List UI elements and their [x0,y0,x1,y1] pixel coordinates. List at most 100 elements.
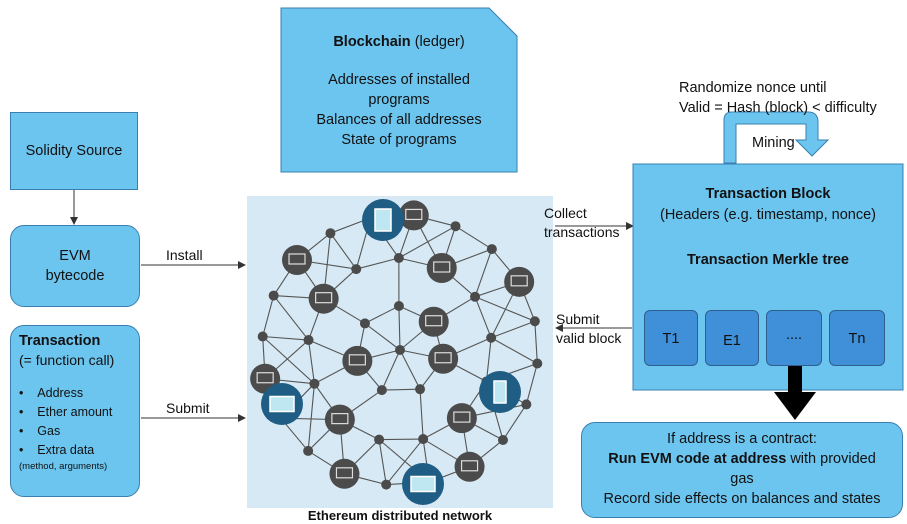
block-merkle: Transaction Merkle tree [687,252,849,268]
mining-loop-arrow [723,111,830,164]
network-node [532,358,543,369]
network-node [393,301,404,312]
contract-line-1: If address is a contract: [667,431,817,447]
tx-item-t1-label: T1 [662,331,680,347]
bullet-address-text: Address [37,386,84,400]
network-node [470,291,481,302]
laptop-icon [410,475,436,493]
contract-line-2: Run EVM code at address with provided [582,449,902,469]
network-link [525,363,538,405]
network-computer-node [324,404,355,435]
network-node [257,331,268,342]
network-computer-node [426,253,457,284]
transaction-subtitle: (= function call) [19,352,115,368]
network-caption: Ethereum distributed network [307,508,493,523]
contract-execution-box: If address is a contract: Run EVM code a… [581,422,903,518]
tablet-icon [374,208,392,232]
network-computer-node [329,458,360,489]
network-node [395,345,405,355]
network-computer-node [282,244,313,275]
computer-icon [315,292,333,304]
computer-icon [453,411,471,423]
computer-icon [288,253,306,265]
blockchain-title: Blockchain (ledger) [281,32,517,52]
collect-label-1: Collect [544,205,587,221]
network-link [381,349,401,391]
network-node [381,479,392,490]
transaction-note: (method, arguments) [19,461,108,472]
network-node [359,318,370,329]
network-computer-node [446,403,477,434]
network-link [474,248,493,297]
solidity-source-box: Solidity Source [10,112,138,190]
network-node [415,384,426,395]
mining-label: Mining [752,135,795,151]
bullet-ether-text: Ether amount [37,405,113,419]
network-link [399,349,421,390]
network-link [262,336,315,385]
contract-line-3: gas [730,471,754,487]
network-node [303,335,314,346]
bullet-address: • Address [19,386,84,400]
tx-item-ellipsis: .... [766,310,822,366]
nonce-line-2: Valid = Hash (block) < difficulty [679,100,877,116]
network-link [474,296,492,338]
blockchain-line-2: programs [368,92,430,108]
bullet-gas-text: Gas [37,424,61,438]
network-node [450,221,461,232]
network-computer-node [504,266,535,297]
tx-item-tn-label: Tn [848,331,866,347]
network-link [385,438,424,485]
bullet-extra: • Extra data [19,443,95,457]
computer-icon [331,413,349,425]
block-headers: (Headers (e.g. timestamp, nonce) [660,207,876,223]
network-node [486,332,497,343]
network-link [381,388,421,391]
network-link [273,295,309,341]
network-link [364,322,401,351]
solidity-source-label: Solidity Source [25,143,123,159]
tx-item-t1: T1 [644,310,698,366]
network-link [534,321,538,364]
transaction-title: Transaction [19,333,101,349]
blockchain-line-1: Addresses of installed [328,72,470,88]
network-link [379,438,424,441]
network-computer-node [454,451,485,482]
bullet-gas: • Gas [19,424,61,438]
tx-item-ellipsis-label: .... [785,327,803,343]
nonce-text: Randomize nonce until Valid = Hash (bloc… [679,78,877,118]
laptop-icon [269,395,295,413]
computer-icon [335,467,354,479]
network-node [309,378,320,389]
network-node [268,290,279,301]
network-link [329,232,357,270]
network-link [485,337,492,382]
contract-line-4: Record side effects on balances and stat… [603,491,881,507]
network-computer-node [342,345,373,376]
network-link [490,337,538,364]
network-node [497,435,508,446]
contract-line-2-bold: Run EVM code at address [608,451,787,467]
network-link [490,320,536,339]
network-computer-node [428,343,459,374]
blockchain-text: Blockchain (ledger) Addresses of install… [281,32,517,150]
network-node [521,399,532,410]
network-link [356,257,399,270]
network-link [398,225,456,259]
computer-icon [348,354,366,366]
collect-label-2: transactions [544,224,620,240]
evm-line-1: EVM [59,248,91,264]
tx-item-tn: Tn [829,310,885,366]
install-label: Install [166,247,203,263]
network-devices [261,199,521,505]
network-node [529,316,540,327]
transaction-box: Transaction (= function call) • Address … [10,325,140,497]
network-node [418,434,429,445]
submit-valid-label: Submit valid block [556,310,621,348]
tx-item-e1: E1 [705,310,759,366]
network-link [419,389,424,440]
computer-icon [425,315,443,327]
blockchain-ledger-shape [280,7,518,173]
network-link [262,335,309,341]
